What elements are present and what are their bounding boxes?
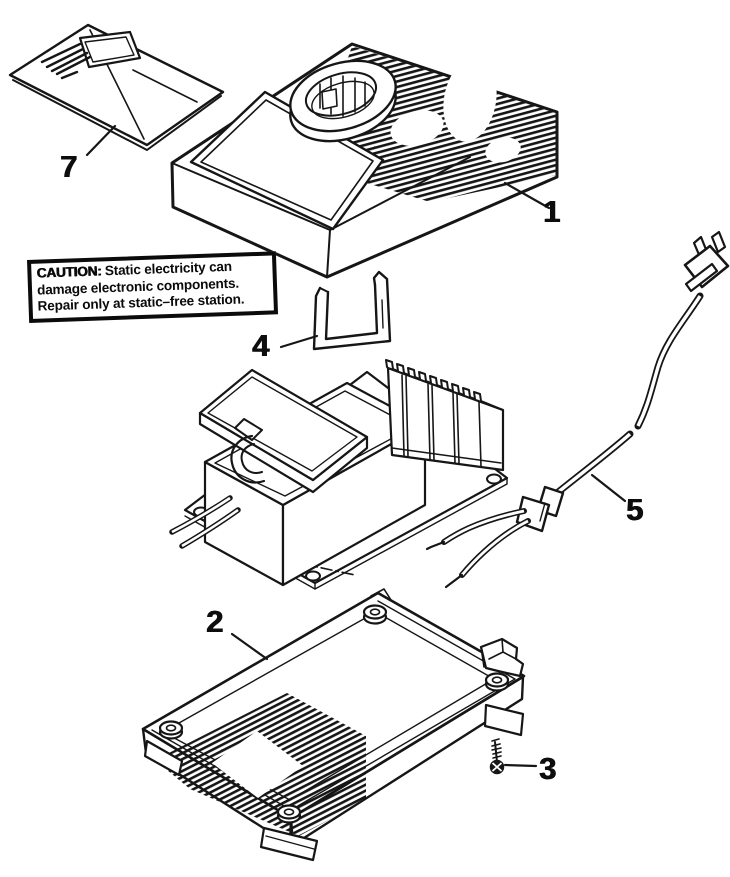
screw [489,738,538,775]
manual-booklet [8,23,225,157]
strap-loop [230,434,266,484]
leader-line-1 [503,181,551,210]
board-lead-wires [169,495,241,549]
battery-socket [289,59,397,143]
leader-line-2 [230,632,269,661]
screw-boss [158,720,184,740]
heat-sink [385,359,505,472]
plug [683,230,730,293]
leader-line-3 [503,763,538,768]
base-feet [143,703,525,862]
power-cord [425,230,730,589]
base-housing [141,588,526,862]
terminal-block [198,368,369,494]
callout-7: 7 [60,149,78,184]
retaining-clip [279,270,392,351]
callout-2: 2 [206,604,224,639]
screw-boss [484,672,510,692]
socket-ribs [319,75,366,117]
callout-5: 5 [626,492,644,527]
screw-boss [362,604,388,625]
caution-prefix: CAUTION: [36,263,102,281]
leader-line-7 [85,124,117,157]
leader-line-5 [590,473,627,503]
screw-boss [276,804,302,824]
cord-upper-segment [634,292,704,430]
output-wires [425,508,531,589]
plug-prong [710,230,727,254]
callout-3: 3 [539,751,557,786]
leader-line-4 [279,334,319,349]
charger-top-housing [170,42,559,279]
pcb-assembly [169,359,509,590]
callout-1: 1 [543,194,561,229]
caution-label: CAUTION: Static electricity can damage e… [27,251,279,323]
manual-text-lines [40,42,92,80]
cord-latch [479,637,525,678]
callout-4: 4 [252,328,270,363]
